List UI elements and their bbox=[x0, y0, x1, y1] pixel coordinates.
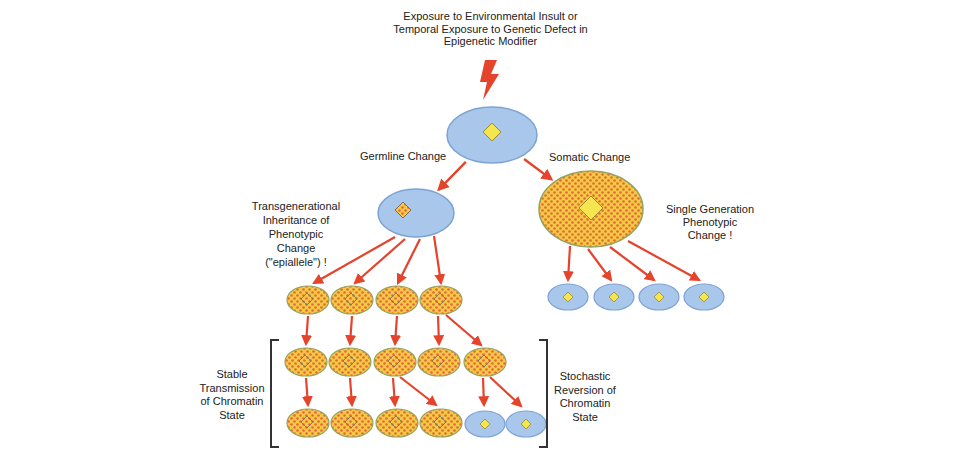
division-arrow bbox=[438, 316, 439, 344]
division-arrow bbox=[400, 377, 436, 405]
lightning-bolt bbox=[480, 60, 499, 100]
division-arrow bbox=[483, 378, 484, 405]
cell-caption: Transgenerational Inheritance of Phenoty… bbox=[250, 199, 342, 269]
division-arrow bbox=[350, 316, 352, 344]
cell-shape bbox=[377, 188, 455, 238]
division-arrow bbox=[350, 378, 352, 405]
cell-body bbox=[539, 171, 643, 247]
lineage-arrow bbox=[439, 162, 466, 190]
bracket-label: Stable Transmission of Chromatin State bbox=[198, 368, 266, 422]
division-arrow bbox=[306, 316, 308, 344]
normal-cell bbox=[594, 284, 634, 310]
epiallele-cell bbox=[287, 286, 329, 314]
division-arrow bbox=[398, 239, 420, 283]
epiallele-cell bbox=[374, 348, 416, 376]
left-bracket bbox=[271, 340, 279, 447]
division-arrows bbox=[306, 236, 699, 406]
epiallele-cell bbox=[331, 286, 373, 314]
division-arrow bbox=[355, 239, 405, 283]
cell-shape bbox=[446, 106, 538, 164]
epiallele-cell bbox=[331, 409, 373, 437]
bracket-label: Stochastic Reversion of Chromatin State bbox=[552, 370, 618, 424]
epiallele-cell bbox=[420, 409, 462, 437]
cell-caption: Single Generation Phenotypic Change ! bbox=[665, 203, 755, 242]
division-arrow bbox=[588, 249, 611, 280]
lineage-arrow bbox=[524, 159, 551, 179]
epiallele-cell bbox=[418, 348, 460, 376]
epiallele-cell bbox=[287, 409, 329, 437]
division-arrow bbox=[628, 241, 699, 280]
division-arrow bbox=[306, 378, 308, 405]
edge-label: Somatic Change bbox=[549, 151, 641, 164]
cell-node: Exposure to Environmental Insult or Temp… bbox=[446, 106, 538, 164]
edge-label: Germline Change bbox=[360, 150, 460, 163]
epiallele-cell bbox=[464, 348, 506, 376]
division-arrow bbox=[568, 246, 570, 280]
right-bracket bbox=[539, 340, 547, 447]
epiallele-cell bbox=[376, 286, 418, 314]
chromatin-diamond bbox=[483, 123, 501, 141]
normal-cell bbox=[639, 284, 679, 310]
cell-node: Transgenerational Inheritance of Phenoty… bbox=[377, 188, 455, 238]
division-arrow bbox=[393, 378, 395, 405]
epiallele-cell bbox=[376, 409, 418, 437]
chromatin-diamond bbox=[395, 202, 411, 218]
epiallele-cell bbox=[285, 348, 327, 376]
cell-body bbox=[447, 107, 537, 163]
normal-cell bbox=[465, 411, 505, 437]
normal-cell bbox=[684, 284, 724, 310]
normal-cell bbox=[506, 411, 546, 437]
epiallele-cell bbox=[329, 348, 371, 376]
cell-shape bbox=[538, 170, 644, 248]
division-arrow bbox=[434, 236, 441, 283]
cell-node: Single Generation Phenotypic Change ! bbox=[538, 170, 644, 248]
normal-cell bbox=[548, 284, 588, 310]
chromatin-diamond bbox=[579, 196, 603, 220]
epiallele-cell bbox=[420, 286, 462, 314]
cell-caption: Exposure to Environmental Insult or Temp… bbox=[383, 10, 598, 48]
division-arrow bbox=[395, 316, 397, 344]
division-arrow bbox=[490, 377, 521, 406]
cell-body bbox=[378, 189, 454, 237]
division-arrow bbox=[446, 315, 481, 345]
